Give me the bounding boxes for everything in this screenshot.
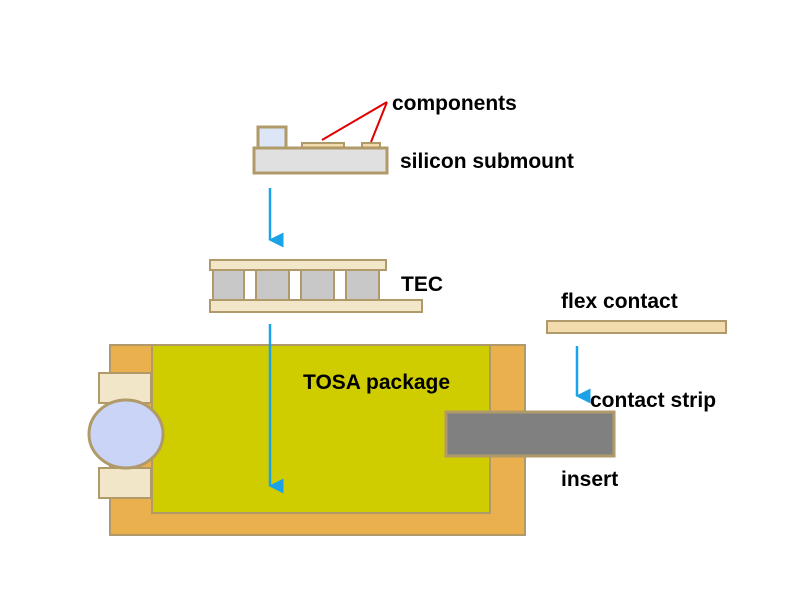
tec-pellet-2 (255, 269, 290, 301)
flex-contact (546, 320, 727, 334)
lens-bracket-top (98, 372, 152, 404)
tosa-package-label: TOSA package (303, 371, 450, 394)
lens-bracket-bottom (98, 467, 152, 499)
package-cavity (151, 344, 491, 514)
components-leader-line-1 (321, 101, 388, 141)
silicon-submount-label: silicon submount (400, 150, 574, 173)
flex-contact-label: flex contact (561, 290, 678, 313)
component-block (256, 125, 288, 151)
tec-bottom-plate (209, 299, 423, 313)
components-label: components (392, 92, 517, 115)
lens (87, 398, 165, 470)
silicon-submount (252, 146, 389, 175)
insert-label: insert (561, 468, 618, 491)
tec-top-plate (209, 259, 387, 271)
tec-pellet-3 (300, 269, 335, 301)
tec-assembly (209, 259, 423, 313)
contact-strip-label: contact strip (590, 389, 716, 412)
tec-label: TEC (401, 273, 443, 296)
insert-block (444, 410, 616, 458)
tosa-package (87, 344, 616, 536)
silicon-submount-assembly (252, 125, 389, 175)
components-leader-line-2 (370, 101, 388, 143)
tec-pellet-1 (212, 269, 245, 301)
tec-pellet-4 (345, 269, 380, 301)
